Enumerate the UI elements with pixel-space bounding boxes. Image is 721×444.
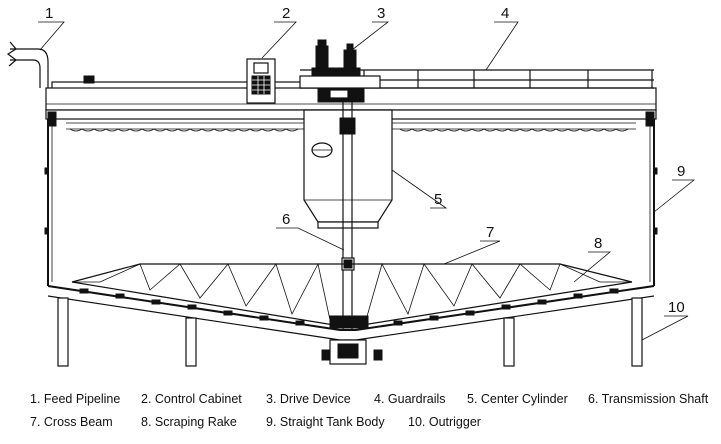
legend-item-transmission-shaft: 6. Transmission Shaft xyxy=(588,392,709,406)
callout-5: 5 xyxy=(434,191,442,208)
legend-item-drive-device: 3. Drive Device xyxy=(266,392,351,406)
drive-device xyxy=(299,39,381,103)
legend-item-outrigger: 10. Outrigger xyxy=(408,415,481,429)
callout-4: 4 xyxy=(501,5,509,22)
leader-lines xyxy=(38,21,696,341)
center-cylinder xyxy=(303,109,393,229)
callout-10: 10 xyxy=(668,299,685,316)
callout-1: 1 xyxy=(45,5,53,22)
legend-item-cross-beam: 7. Cross Beam xyxy=(30,415,113,429)
legend-item-guardrails: 4. Guardrails xyxy=(374,392,446,406)
outriggers xyxy=(57,297,643,367)
straight-tank-body xyxy=(44,119,658,286)
legend-item-straight-tank-body: 9. Straight Tank Body xyxy=(266,415,385,429)
callout-2: 2 xyxy=(282,5,290,22)
callout-8: 8 xyxy=(594,235,602,252)
legend-item-feed-pipeline: 1. Feed Pipeline xyxy=(30,392,120,406)
callout-6: 6 xyxy=(282,211,290,228)
legend: 1. Feed Pipeline 2. Control Cabinet 3. D… xyxy=(30,392,709,429)
cross-beam xyxy=(71,259,633,327)
scraping-rake xyxy=(79,288,619,326)
legend-item-center-cylinder: 5. Center Cylinder xyxy=(467,392,568,406)
callout-9: 9 xyxy=(677,163,685,180)
callout-3: 3 xyxy=(377,5,385,22)
legend-item-control-cabinet: 2. Control Cabinet xyxy=(141,392,242,406)
callout-7: 7 xyxy=(486,224,494,241)
control-cabinet xyxy=(246,58,276,104)
legend-item-scraping-rake: 8. Scraping Rake xyxy=(141,415,237,429)
callout-labels: 1 2 3 4 5 6 7 8 9 10 xyxy=(45,5,685,316)
